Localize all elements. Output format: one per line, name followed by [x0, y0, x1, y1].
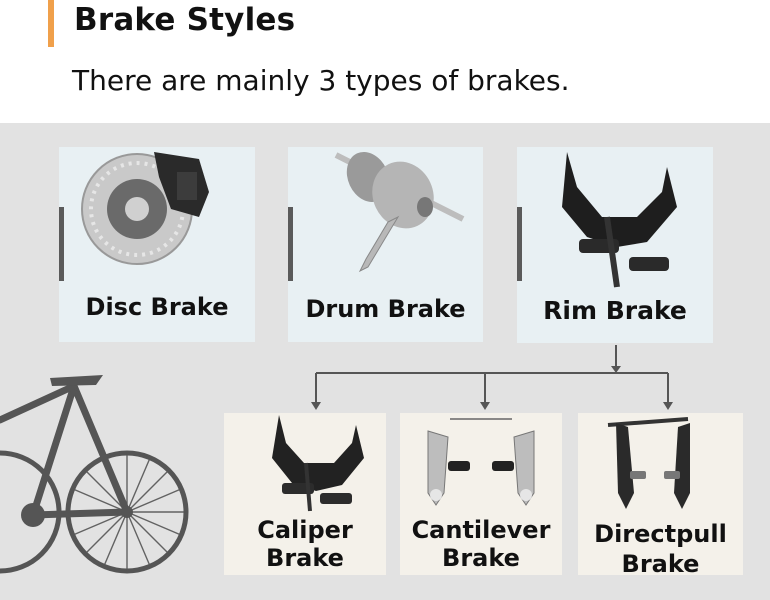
rim-brake-icon — [562, 152, 677, 288]
rim-brake-card: Rim Brake — [517, 147, 713, 343]
card-marker — [59, 207, 64, 281]
cantilever-brake-label-line2: Brake — [442, 544, 520, 572]
title-accent-bar — [48, 0, 54, 47]
drum-brake-card: Drum Brake — [288, 147, 483, 342]
directpull-brake-label-line1: Directpull — [594, 520, 727, 548]
caliper-brake-label: Caliper Brake — [224, 516, 386, 572]
directpull-brake-card: Directpull Brake — [578, 413, 743, 578]
caliper-brake-label-line2: Brake — [266, 544, 344, 572]
directpull-brake-label: Directpull Brake — [578, 519, 743, 579]
page-title: Brake Styles — [74, 2, 296, 38]
disc-brake-label: Disc Brake — [85, 293, 229, 321]
disc-brake-icon — [81, 152, 209, 265]
page-subtitle: There are mainly 3 types of brakes. — [72, 64, 570, 97]
cantilever-brake-icon — [427, 418, 535, 506]
directpull-brake-label-line2: Brake — [621, 550, 700, 578]
card-marker — [288, 207, 293, 281]
card-marker — [517, 207, 522, 281]
rim-brake-label: Rim Brake — [543, 296, 687, 325]
cantilever-brake-label: Cantilever Brake — [400, 516, 562, 572]
cantilever-brake-card: Cantilever Brake — [400, 413, 562, 575]
cantilever-brake-label-line1: Cantilever — [411, 516, 551, 544]
caliper-brake-card: Caliper Brake — [224, 413, 386, 575]
caliper-brake-label-line1: Caliper — [257, 516, 353, 544]
header: Brake Styles There are mainly 3 types of… — [0, 0, 770, 123]
drum-brake-icon — [334, 151, 465, 273]
disc-brake-card: Disc Brake — [59, 147, 255, 342]
drum-brake-label: Drum Brake — [305, 295, 466, 323]
directpull-brake-icon — [607, 417, 690, 509]
caliper-brake-icon — [272, 415, 364, 512]
